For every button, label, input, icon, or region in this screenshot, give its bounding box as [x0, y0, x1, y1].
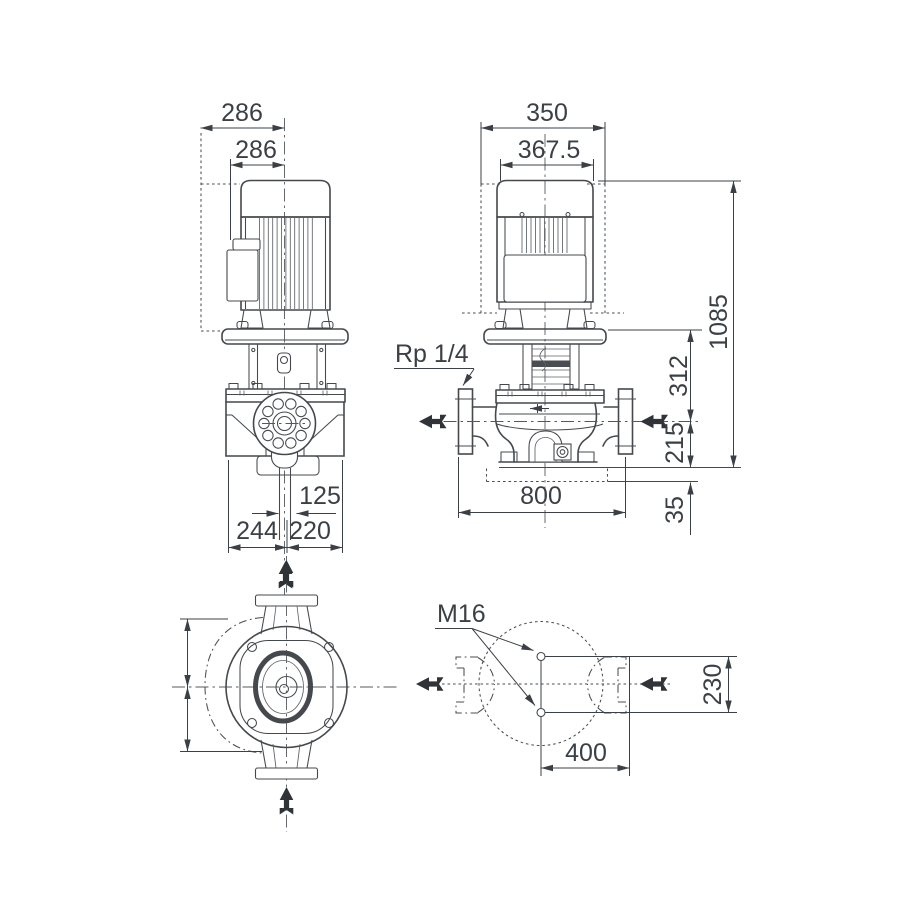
- side-foundation: [485, 466, 741, 483]
- dim-side-base-thickness: 35: [661, 496, 689, 524]
- top-view: [172, 556, 400, 832]
- side-flow-arrow-left-icon: [419, 414, 447, 429]
- dim-side-port-to-port: 800: [520, 482, 562, 510]
- top-flange-bottom: [254, 767, 319, 780]
- dim-front-drain-offset: 125: [299, 482, 341, 510]
- front-bolt-holes: [258, 398, 311, 449]
- base-pipe-profile-right: [586, 656, 627, 714]
- top-envelope-dashed: [204, 616, 264, 754]
- dim-front-foot-right: 220: [289, 517, 331, 545]
- base-flow-arrow-left-icon: [416, 677, 444, 691]
- anchor-bolt-bottom: [536, 707, 546, 718]
- dim-front-motor-width: 286: [235, 136, 277, 164]
- front-view: 286 286: [200, 99, 349, 598]
- side-motor-flange: [483, 328, 607, 345]
- gauge-port-leader: [462, 368, 475, 386]
- base-pipe-profile-left: [455, 656, 496, 714]
- dim-side-envelope-width: 350: [526, 99, 568, 127]
- anchor-bolt-top: [536, 651, 546, 662]
- label-gauge-port: Rp 1/4: [395, 340, 469, 368]
- front-terminal-box: [226, 249, 259, 302]
- top-flange-top: [254, 594, 319, 607]
- front-lantern-column-left: [248, 343, 259, 390]
- top-cover-bolts: [246, 641, 335, 729]
- top-volute-ring: [253, 650, 313, 724]
- dim-front-foot-left: 244: [236, 517, 278, 545]
- side-coupling-guard: [522, 343, 580, 390]
- anchor-leader-top: [471, 628, 534, 651]
- dim-side-flange-to-port: 312: [665, 355, 693, 397]
- side-terminal-box: [503, 254, 587, 303]
- front-motor-cap: [240, 179, 331, 218]
- top-shaft: [275, 675, 298, 699]
- side-motor-fins: [521, 218, 568, 253]
- front-eyebolt-right: [321, 320, 334, 330]
- base-plan-view: M16 230 400: [416, 600, 737, 776]
- dim-side-port-to-base: 215: [661, 422, 689, 464]
- front-eyebolt-left: [236, 320, 249, 330]
- side-casing-top-plate: [495, 389, 605, 404]
- dim-side-motor-width: 367.5: [518, 136, 581, 164]
- label-anchor-thread: M16: [437, 600, 486, 628]
- dim-side-total-height: 1085: [705, 294, 733, 350]
- top-flange-square: [239, 639, 334, 735]
- top-casing-circle: [225, 625, 348, 749]
- base-circle-dashed: [478, 620, 604, 747]
- side-volute: [494, 402, 604, 463]
- front-motor-flange: [221, 328, 349, 345]
- anchor-leader-bottom: [471, 628, 536, 706]
- dim-front-envelope-width: 286: [221, 99, 263, 127]
- front-lantern-column-right: [316, 343, 327, 390]
- dim-base-anchor-spacing: 400: [565, 739, 607, 767]
- front-motor-fins: [259, 218, 313, 309]
- front-terminal-box-lid: [232, 238, 261, 251]
- dim-base-anchor-width: 230: [699, 664, 727, 706]
- side-motor-cap: [496, 179, 594, 218]
- side-view: 350 367.5: [394, 99, 741, 535]
